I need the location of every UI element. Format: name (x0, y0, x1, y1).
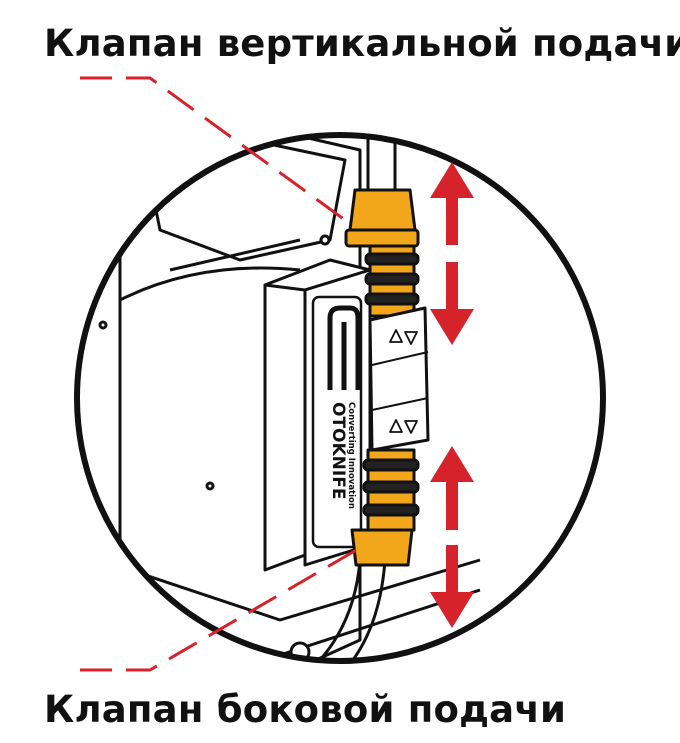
upper-movement-arrows (430, 162, 474, 345)
arrow-down-icon (430, 262, 474, 345)
lower-valve-fitting (350, 448, 420, 567)
upper-valve-fitting (344, 188, 420, 318)
magnifier-circle (74, 132, 606, 664)
bottom-leader-line (80, 543, 366, 672)
arrow-up-icon (430, 446, 474, 530)
screw-hole (98, 320, 108, 330)
logo-panel (311, 295, 363, 549)
brand-tagline: Converting Innovation (346, 402, 356, 509)
magnified-illustration: OTOKNIFE Converting Innovation (98, 135, 481, 661)
sensor-block-side (263, 268, 307, 572)
screw-hole (319, 234, 331, 246)
top-leader-line (80, 76, 346, 222)
side-feed-valve-label: Клапан боковой подачи (44, 688, 567, 731)
arrow-up-icon (430, 162, 474, 245)
lower-movement-arrows (430, 446, 474, 628)
vertical-feed-valve-label: Клапан вертикальной подачи (44, 22, 680, 65)
arrow-down-icon (430, 545, 474, 628)
valve-sensor-body (368, 306, 430, 452)
down-indicator-icon (404, 331, 418, 345)
up-indicator-icon (389, 419, 403, 433)
brand-logo-m (327, 305, 361, 390)
down-indicator-icon (404, 420, 418, 434)
brand-name: OTOKNIFE (328, 402, 348, 499)
up-indicator-icon (389, 329, 403, 343)
screw-hole (205, 481, 215, 491)
